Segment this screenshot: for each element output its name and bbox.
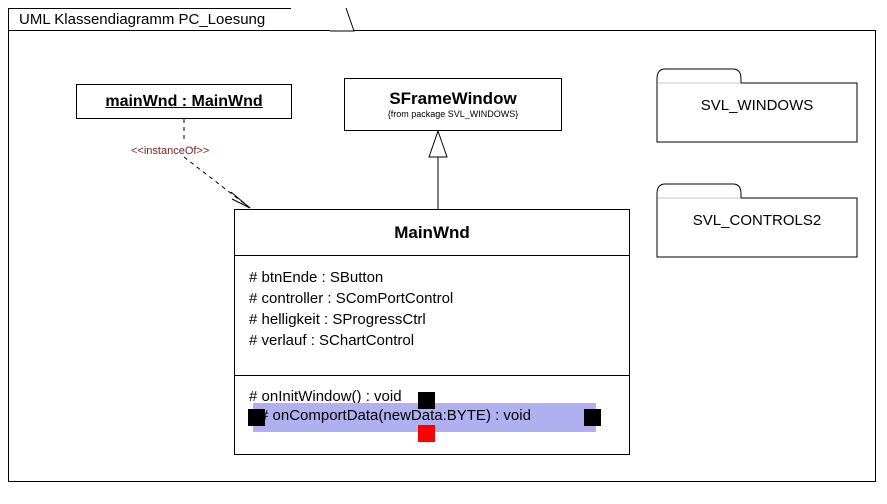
package-folder-icon [656,68,858,143]
attribute-row[interactable]: # verlauf : SChartControl [249,332,415,349]
selected-operation-text: # onComportData(newData:BYTE) : void [260,407,531,424]
diagram-title-label: UML Klassendiagramm PC_Loesung [19,11,266,28]
class-name-label-mainwnd: MainWnd [235,210,629,256]
package-name-label: SVL_WINDOWS [700,97,814,114]
package-shape-svl-controls2[interactable]: SVL_CONTROLS2 [656,180,858,258]
package-shape-svl-windows[interactable]: SVL_WINDOWS [656,65,858,143]
object-name-label: mainWnd : MainWnd [105,92,263,110]
class-package-note: {from package SVL_WINDOWS} [387,109,519,120]
diagram-title-tab-corner [330,7,355,32]
attribute-row[interactable]: # helligkeit : SProgressCtrl [249,311,426,328]
diagram-title-tab[interactable]: UML Klassendiagramm PC_Loesung [8,8,292,31]
class-name-label: SFrameWindow [389,88,517,108]
resize-handle-left[interactable] [248,409,265,426]
instance-of-stereotype-label: <<instanceOf>> [131,145,210,157]
resize-handle-right[interactable] [584,409,601,426]
attribute-row[interactable]: # btnEnde : SButton [249,269,384,286]
attribute-row[interactable]: # controller : SComPortControl [249,290,454,307]
package-name-label: SVL_CONTROLS2 [692,212,822,229]
class-attributes-compartment: # btnEnde : SButton # controller : SComP… [235,256,629,376]
operation-row[interactable]: # onInitWindow() : void [249,388,402,405]
resize-handle-top[interactable] [418,392,435,409]
selected-operation-overlay[interactable]: # onComportData(newData:BYTE) : void [248,392,601,442]
class-box-sframewindow[interactable]: SFrameWindow {from package SVL_WINDOWS} [344,78,562,131]
class-operations-compartment: # onInitWindow() : void [235,376,629,454]
resize-handle-bottom-active[interactable] [418,425,435,442]
package-folder-icon [656,183,858,258]
object-box-mainwnd[interactable]: mainWnd : MainWnd [76,84,292,119]
